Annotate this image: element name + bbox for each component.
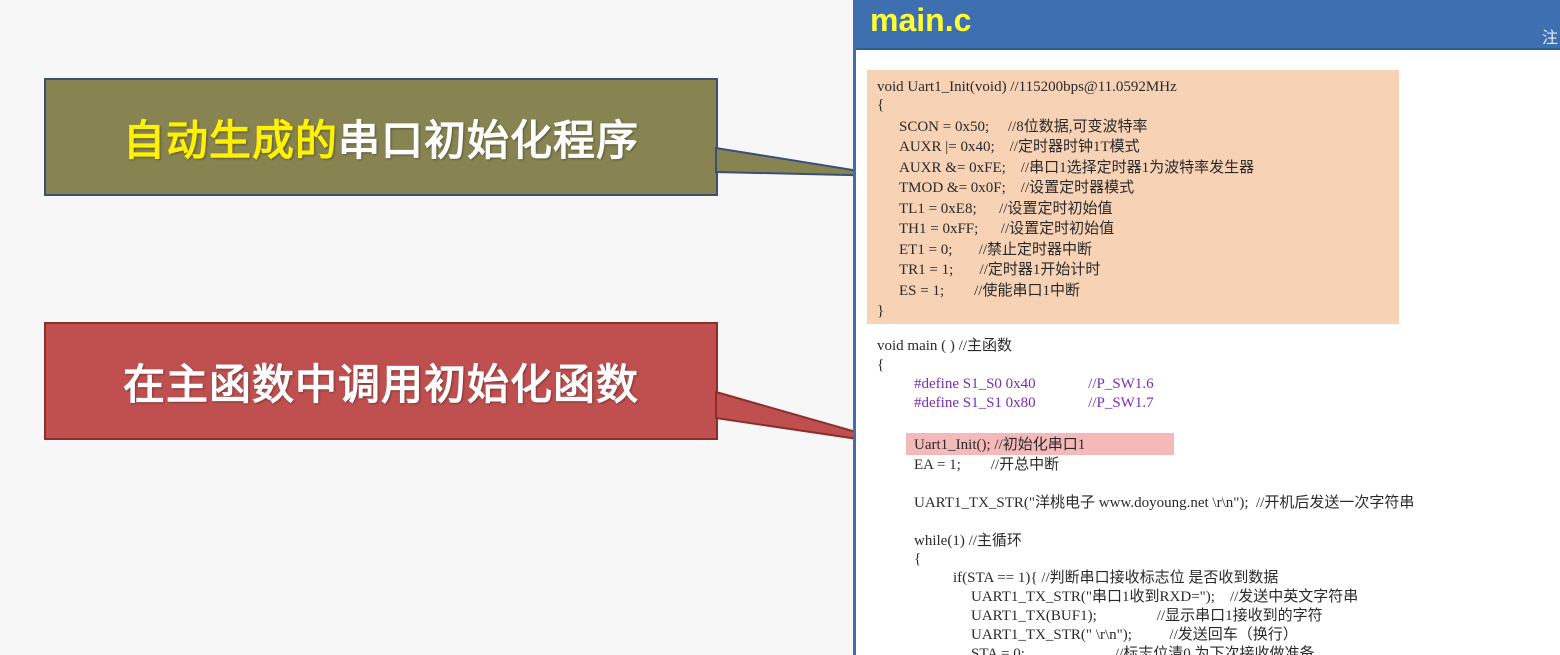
code-line: UART1_TX_STR("串口1收到RXD="); //发送中英文字符串	[971, 589, 1359, 605]
code-line: void Uart1_Init(void) //115200bps@11.059…	[877, 79, 1177, 95]
code-line: {	[877, 357, 885, 373]
code-line: {	[877, 97, 885, 113]
code-line: TL1 = 0xE8; //设置定时初始值	[899, 201, 1113, 217]
code-line: #define S1_S0 0x40 //P_SW1.6	[914, 376, 1154, 392]
callout-text: 在主函数中调用初始化函数	[122, 359, 639, 409]
code-line: void main ( ) //主函数	[877, 338, 1012, 354]
editor-title-bar: main.c 注	[856, 0, 1560, 50]
file-name-title: main.c	[870, 2, 972, 38]
init-function-highlight	[867, 70, 1399, 324]
init-call-highlight	[906, 433, 1174, 455]
code-line: ET1 = 0; //禁止定时器中断	[899, 242, 1093, 258]
code-line: {	[914, 551, 922, 567]
code-line: SCON = 0x50; //8位数据,可变波特率	[899, 119, 1148, 135]
code-line: UART1_TX(BUF1); //显示串口1接收到的字符	[971, 608, 1323, 624]
code-line: EA = 1; //开总中断	[914, 457, 1060, 473]
code-line: UART1_TX_STR("洋桃电子 www.doyoung.net \r\n"…	[914, 495, 1415, 511]
callout-text: 串口初始化程序	[338, 115, 640, 165]
code-line: UART1_TX_STR(" \r\n"); //发送回车（换行）	[971, 627, 1298, 643]
code-line: TR1 = 1; //定时器1开始计时	[899, 262, 1101, 278]
code-line: AUXR |= 0x40; //定时器时钟1T模式	[899, 139, 1140, 155]
code-line: TMOD &= 0x0F; //设置定时器模式	[899, 180, 1135, 196]
title-corner-glyph: 注	[1541, 28, 1558, 47]
code-line: TH1 = 0xFF; //设置定时初始值	[899, 221, 1115, 237]
code-line: STA = 0; //标志位清0 为下次接收做准备	[971, 646, 1315, 655]
code-line: #define S1_S1 0x80 //P_SW1.7	[914, 395, 1154, 411]
callout-highlight-text: 自动生成的	[122, 115, 338, 165]
code-line: }	[877, 303, 885, 319]
callout-call-in-main: 在主函数中调用初始化函数	[44, 322, 718, 440]
code-editor-window: main.c 注 void Uart1_Init(void) //115200b…	[853, 0, 1560, 655]
callout-auto-generated-init: 自动生成的串口初始化程序	[44, 78, 718, 196]
code-line: while(1) //主循环	[914, 533, 1022, 549]
code-line: AUXR &= 0xFE; //串口1选择定时器1为波特率发生器	[899, 160, 1255, 176]
arrow-to-init-func	[715, 146, 891, 177]
code-line: ES = 1; //使能串口1中断	[899, 283, 1080, 299]
code-line: if(STA == 1){ //判断串口接收标志位 是否收到数据	[953, 570, 1279, 586]
code-line: Uart1_Init(); //初始化串口1	[914, 437, 1086, 453]
